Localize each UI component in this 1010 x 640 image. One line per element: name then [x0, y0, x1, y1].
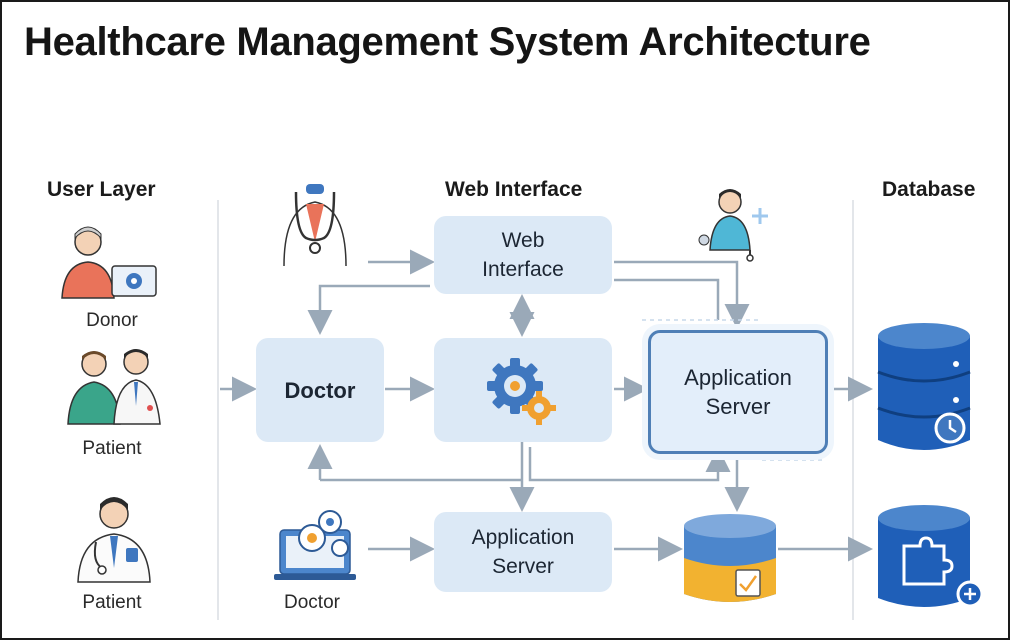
divider-user-layer: [217, 200, 219, 620]
node-web-interface: Web Interface: [434, 216, 612, 294]
line-web-to-server-secondary: [614, 278, 720, 320]
user-label-donor: Donor: [86, 310, 138, 331]
node-app-server-main-line1: Application: [684, 365, 792, 390]
figure-label-doctor: Doctor: [284, 592, 340, 613]
patient-and-doctor-icon: [67, 349, 161, 425]
node-web-interface-line1: Web: [501, 229, 545, 252]
node-application-server-main: Application Server: [648, 330, 828, 454]
database-document-icon: [684, 514, 776, 602]
node-doctor-label: Doctor: [284, 377, 356, 403]
arrow-web-to-server: [614, 260, 750, 329]
doctor-stethoscope-icon: [283, 184, 347, 267]
column-heading-database: Database: [882, 178, 976, 201]
column-heading-web-interface: Web Interface: [445, 178, 583, 201]
node-processing: [434, 338, 612, 442]
gears-icon: [487, 358, 556, 425]
doctor-with-stethoscope-icon: [77, 497, 151, 583]
donor-with-laptop-icon: [61, 226, 157, 299]
node-app-server-bottom-line1: Application: [471, 526, 575, 549]
column-heading-user-layer: User Layer: [47, 178, 156, 201]
arrow-web-to-doctor: [307, 284, 430, 335]
divider-database: [852, 200, 854, 620]
user-label-patient-1: Patient: [82, 438, 142, 459]
user-medical-icon: [698, 189, 768, 262]
node-web-interface-line2: Interface: [482, 258, 564, 281]
node-app-server-main-line2: Server: [705, 394, 771, 419]
diagram-title: Healthcare Management System Architectur…: [24, 20, 871, 64]
user-label-patient-2: Patient: [82, 592, 142, 613]
database-puzzle-icon: [878, 505, 984, 608]
node-doctor: Doctor: [256, 338, 384, 442]
node-application-server-bottom: Application Server: [434, 512, 612, 592]
arrow-gears-to-server-loop: [528, 447, 731, 482]
doctor-laptop-icon: [274, 510, 356, 580]
node-app-server-bottom-line2: Server: [492, 555, 554, 578]
database-clock-icon: [877, 323, 971, 450]
